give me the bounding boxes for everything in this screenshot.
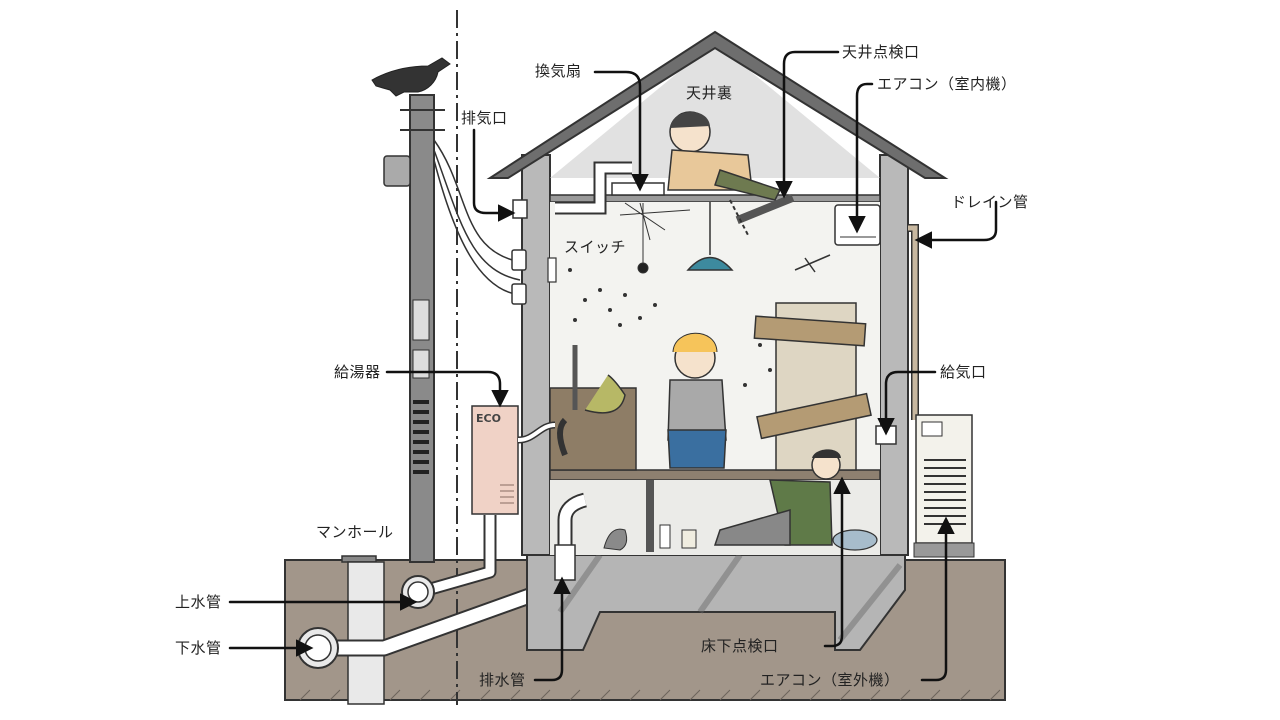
leader-intake xyxy=(877,370,937,436)
insects-illustration xyxy=(568,268,772,387)
leader-ceiling-hatch xyxy=(775,50,840,199)
leader-aircon-outdoor xyxy=(920,516,955,682)
leader-fan xyxy=(593,70,649,192)
spider-web-illustration xyxy=(619,202,691,274)
label-water-main: 上水管 xyxy=(175,593,222,611)
leader-heater xyxy=(385,370,509,408)
crow-illustration xyxy=(371,57,451,97)
label-sewer-main: 下水管 xyxy=(175,639,222,657)
label-drainage-pipe: 排水管 xyxy=(479,671,526,689)
drainage-pipe xyxy=(554,492,588,581)
leader-aircon-indoor xyxy=(848,82,874,234)
label-manhole: マンホール xyxy=(316,523,394,541)
leader-floor-hatch xyxy=(823,476,851,648)
house-walls xyxy=(521,154,909,556)
pendant-lamp xyxy=(686,202,734,271)
label-aircon-outdoor: エアコン（室外機） xyxy=(760,671,900,689)
water-heater-brand-text: ECO xyxy=(476,412,501,425)
label-ventilation-fan: 換気扇 xyxy=(535,62,582,80)
water-main-pipe xyxy=(401,515,497,609)
leader-exhaust xyxy=(472,128,516,222)
label-floor-hatch: 床下点検口 xyxy=(701,637,779,655)
manhole xyxy=(341,555,385,705)
label-drain-pipe: ドレイン管 xyxy=(951,193,1029,211)
roof xyxy=(486,30,949,179)
wall-switch xyxy=(511,249,557,305)
label-attic: 天井裏 xyxy=(686,84,733,102)
water-heater: ECO xyxy=(471,405,556,515)
boarded-door xyxy=(753,302,872,471)
attic-worker-illustration xyxy=(667,111,782,201)
label-aircon-indoor: エアコン（室内機） xyxy=(877,75,1017,93)
leader-drain xyxy=(914,200,998,249)
label-intake-vent: 給気口 xyxy=(940,363,987,381)
ceiling-hatch xyxy=(729,194,795,236)
utility-pole xyxy=(383,94,521,563)
label-ceiling-hatch: 天井点検口 xyxy=(842,43,920,61)
foundation xyxy=(526,553,906,651)
leader-drainage xyxy=(533,576,571,682)
exhaust-vent xyxy=(512,199,528,219)
underfloor-worker-illustration xyxy=(713,449,878,551)
underfloor-items-illustration xyxy=(603,524,697,551)
label-switch: スイッチ xyxy=(564,238,627,256)
leader-lines xyxy=(228,50,998,682)
aircon-outdoor-unit xyxy=(913,414,975,558)
frightened-child-illustration xyxy=(667,332,727,469)
mosquito-illustration xyxy=(794,254,831,273)
sink-illustration xyxy=(549,345,637,471)
label-water-heater: 給湯器 xyxy=(334,363,381,381)
label-exhaust-vent: 排気口 xyxy=(461,109,508,127)
sewer-pipe xyxy=(297,576,563,669)
